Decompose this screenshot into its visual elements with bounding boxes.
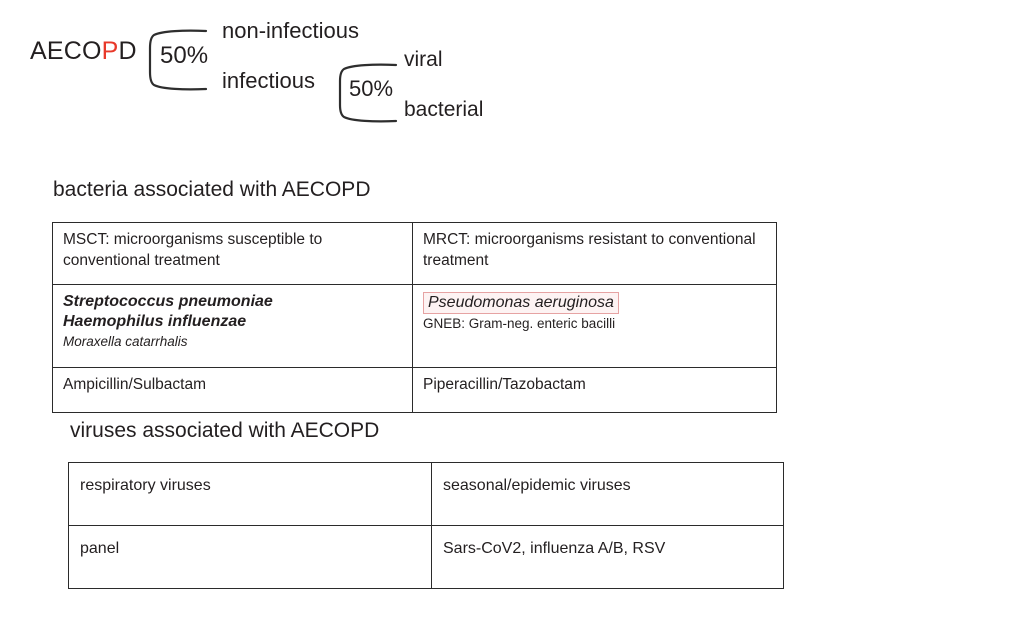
cell-treatment-msct: Ampicillin/Sulbactam (52, 367, 413, 413)
bacteria-section-title: bacteria associated with AECOPD (53, 178, 371, 201)
cell-seasonal-viruses-header: seasonal/epidemic viruses (431, 462, 784, 526)
table-row: Ampicillin/Sulbactam Piperacillin/Tazoba… (52, 367, 777, 413)
diagram-root-label: AECOPD (30, 37, 137, 66)
viruses-table: respiratory viruses seasonal/epidemic vi… (68, 462, 784, 589)
bracket-icon-first (148, 29, 208, 91)
branch-label-viral: viral (404, 48, 443, 71)
bracket-icon-second (338, 63, 398, 123)
cell-mrct-header: MRCT: microorganisms resistant to conven… (412, 222, 777, 285)
organism-streptococcus: Streptococcus pneumoniae (63, 293, 273, 310)
table-row: respiratory viruses seasonal/epidemic vi… (68, 462, 784, 526)
viruses-section-title: viruses associated with AECOPD (70, 419, 380, 442)
organism-pseudomonas-highlighted: Pseudomonas aeruginosa (423, 292, 619, 315)
cell-msct-organisms: Streptococcus pneumoniae Haemophilus inf… (52, 284, 413, 368)
cell-panel: panel (68, 525, 432, 589)
branch-label-non-infectious: non-infectious (222, 18, 359, 43)
percent-label-first: 50% (160, 42, 209, 69)
root-prefix: AECO (30, 37, 102, 65)
branch-label-bacterial: bacterial (404, 98, 484, 121)
table-row: MSCT: microorganisms susceptible to conv… (52, 222, 777, 285)
aecopd-branching-diagram: AECOPD 50% non-infectious infectious 50%… (0, 0, 1024, 150)
cell-respiratory-viruses-header: respiratory viruses (68, 462, 432, 526)
percent-label-second: 50% (349, 76, 394, 101)
table-row: panel Sars-CoV2, influenza A/B, RSV (68, 525, 784, 589)
organism-moraxella: Moraxella catarrhalis (63, 333, 188, 349)
cell-virus-list: Sars-CoV2, influenza A/B, RSV (431, 525, 784, 589)
root-suffix: D (118, 37, 137, 65)
cell-treatment-mrct: Piperacillin/Tazobactam (412, 367, 777, 413)
cell-msct-header: MSCT: microorganisms susceptible to conv… (52, 222, 413, 285)
root-highlight-letter: P (101, 37, 119, 65)
cell-mrct-organisms: Pseudomonas aeruginosa GNEB: Gram-neg. e… (412, 284, 777, 368)
branch-label-infectious: infectious (222, 68, 315, 93)
organism-gneb: GNEB: Gram-neg. enteric bacilli (423, 316, 616, 332)
organism-haemophilus: Haemophilus influenzae (63, 313, 247, 331)
bacteria-table: MSCT: microorganisms susceptible to conv… (52, 222, 777, 413)
table-row: Streptococcus pneumoniae Haemophilus inf… (52, 284, 777, 368)
